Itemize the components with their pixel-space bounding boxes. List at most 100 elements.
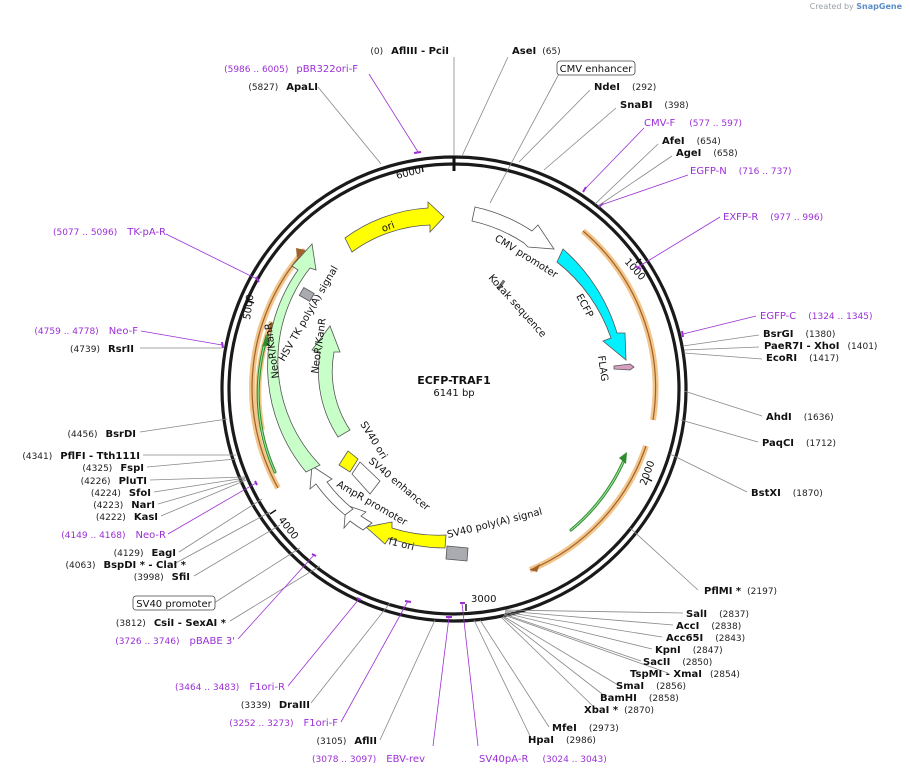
site-draiii: (3339)DraIII <box>241 700 310 711</box>
primer-leader-exfp-r <box>637 216 721 268</box>
leader-acc65i <box>504 611 663 638</box>
feature-sv40-ori <box>338 450 359 473</box>
feature-label-ori: ori <box>380 220 396 235</box>
site-sfii: (3998)SfiI <box>134 572 190 583</box>
tick-label-5000: 5000 <box>242 294 256 321</box>
site-sfoi: (4224)SfoI <box>91 488 151 499</box>
feature-sv40-enhancer <box>351 461 381 495</box>
snapgene-logo: SnapGene <box>856 2 902 11</box>
feature-ori <box>344 201 445 253</box>
site-xmai: TspMI - XmaI(2854) <box>630 669 740 680</box>
leader-asei <box>461 56 509 157</box>
primer-neo-f: (4759 .. 4778)Neo-F <box>34 326 138 337</box>
primer-mark-neo-r <box>254 480 258 486</box>
primer-arcs <box>249 228 659 573</box>
primer-arc-right-top-line <box>582 230 657 421</box>
site-hpai: HpaI(2986) <box>528 735 596 746</box>
plasmid-size: 6141 bp <box>433 388 474 399</box>
site-mfei: MfeI(2973) <box>552 723 619 734</box>
primer-leader-tk-pa-r <box>165 233 258 280</box>
site-bsrgi: BsrGI(1380) <box>763 329 835 340</box>
site-acci: AccI(2838) <box>676 621 741 632</box>
primer-leader-cmv-f <box>584 127 645 190</box>
site-ahdi: AhdI(1636) <box>766 412 834 423</box>
tick-label-3000: 3000 <box>471 594 496 605</box>
snapgene-credit: Created by SnapGene <box>810 2 902 11</box>
leader-smai <box>502 615 619 686</box>
orf-left-fill <box>257 335 276 473</box>
primer-arc-right-bottom <box>528 445 649 573</box>
primer-mark-neo-f <box>221 341 224 349</box>
site-kpni: KpnI(2847) <box>655 645 723 656</box>
primer-arrow-right-bottom <box>530 564 540 572</box>
leader-kasi <box>160 479 247 517</box>
primer-neo-r: (4149 .. 4168)Neo-R <box>61 530 166 541</box>
leader-claI <box>173 511 271 565</box>
tick-4000 <box>269 509 277 515</box>
site-leader-lines <box>139 56 763 741</box>
leader-mcs <box>504 609 684 614</box>
site-snabi: SnaBI(398) <box>620 100 689 111</box>
tick-5000 <box>246 299 255 304</box>
leader-sv40-promoter <box>213 547 301 604</box>
feature-flag <box>613 363 635 371</box>
feature-f1-ori <box>365 521 447 549</box>
primer-leader-egfp-c <box>682 315 757 335</box>
primer-mark-egfp-c <box>681 330 684 338</box>
sv40-promoter-box <box>132 595 216 611</box>
orf-arcs <box>256 334 627 532</box>
leader-pluti <box>149 476 246 481</box>
primer-egfp-n: EGFP-N(716 .. 737) <box>690 166 792 177</box>
leader-kpni <box>504 612 653 650</box>
site-pflfi: (4341)PflFI - Tth111I <box>22 451 140 462</box>
feature-neor-kanr-outer <box>267 243 321 473</box>
site-sali: SalI(2837) <box>686 609 749 620</box>
cmv-enhancer-label: CMV enhancer <box>560 64 634 75</box>
feature-label-kozak: Kozak sequence <box>486 273 548 340</box>
leader-draiii <box>310 602 391 704</box>
tick-label-6000: 6000 <box>395 165 422 182</box>
site-sacii: SacII(2850) <box>643 657 712 668</box>
primer-arc-right-bottom-line <box>529 445 647 571</box>
leader-aflii <box>379 619 436 741</box>
site-csii-sexai: (3812)CsiI - SexAI * <box>116 618 227 629</box>
leader-bamhi <box>502 616 607 698</box>
leader-hpai <box>473 619 533 741</box>
site-ecori: EcoRI(1417) <box>766 353 839 364</box>
primer-mark-cmv-f <box>582 186 587 193</box>
leader-apali <box>317 86 382 165</box>
leader-acci <box>504 610 674 626</box>
site-bstxi: BstXI(1870) <box>751 488 823 499</box>
site-eagi: (4129)EagI <box>114 548 176 559</box>
site-aflii: (3105)AflII <box>316 736 377 747</box>
orf-right-arrow <box>619 452 627 464</box>
feature-cmv-promoter <box>471 206 555 250</box>
feature-label-flag: FLAG <box>595 355 610 382</box>
primer-mark-exfp-r <box>634 265 642 270</box>
primer-mark-pbr322ori-f <box>413 151 422 154</box>
primer-tk-pa-r: (5077 .. 5096)TK-pA-R <box>53 227 166 238</box>
primer-pbr322ori-f: (5986 .. 6005)pBR322ori-F <box>224 64 358 75</box>
leader-bsrdi <box>139 418 228 433</box>
leader-bstxi <box>669 453 748 493</box>
leader-fspi <box>146 458 237 468</box>
site-pluti: (4226)PluTI <box>81 476 147 487</box>
leader-xbai <box>501 617 597 710</box>
leader-afei <box>594 143 659 205</box>
plasmid-name: ECFP-TRAF1 <box>417 374 491 387</box>
sv40-promoter-label: SV40 promoter <box>136 599 212 610</box>
site-fspi: (4325)FspI <box>82 463 144 474</box>
leader-agei <box>597 155 673 207</box>
site-nari: (4223)NarI <box>93 500 155 511</box>
leader-ndei <box>518 89 591 163</box>
site-asei: AseI(65) <box>512 46 561 57</box>
primer-leader-sv40pa-r <box>461 602 479 747</box>
leader-sacii <box>503 613 642 662</box>
primer-leader-neo-f <box>140 330 223 346</box>
primer-leader-pbr322ori-f <box>368 73 419 153</box>
primer-leader-f1ori-f <box>340 600 409 723</box>
leader-eagi <box>178 498 263 553</box>
primer-leader-egfp-n <box>600 174 689 206</box>
site-afliii: (0)AflIII - PciI <box>370 46 449 57</box>
